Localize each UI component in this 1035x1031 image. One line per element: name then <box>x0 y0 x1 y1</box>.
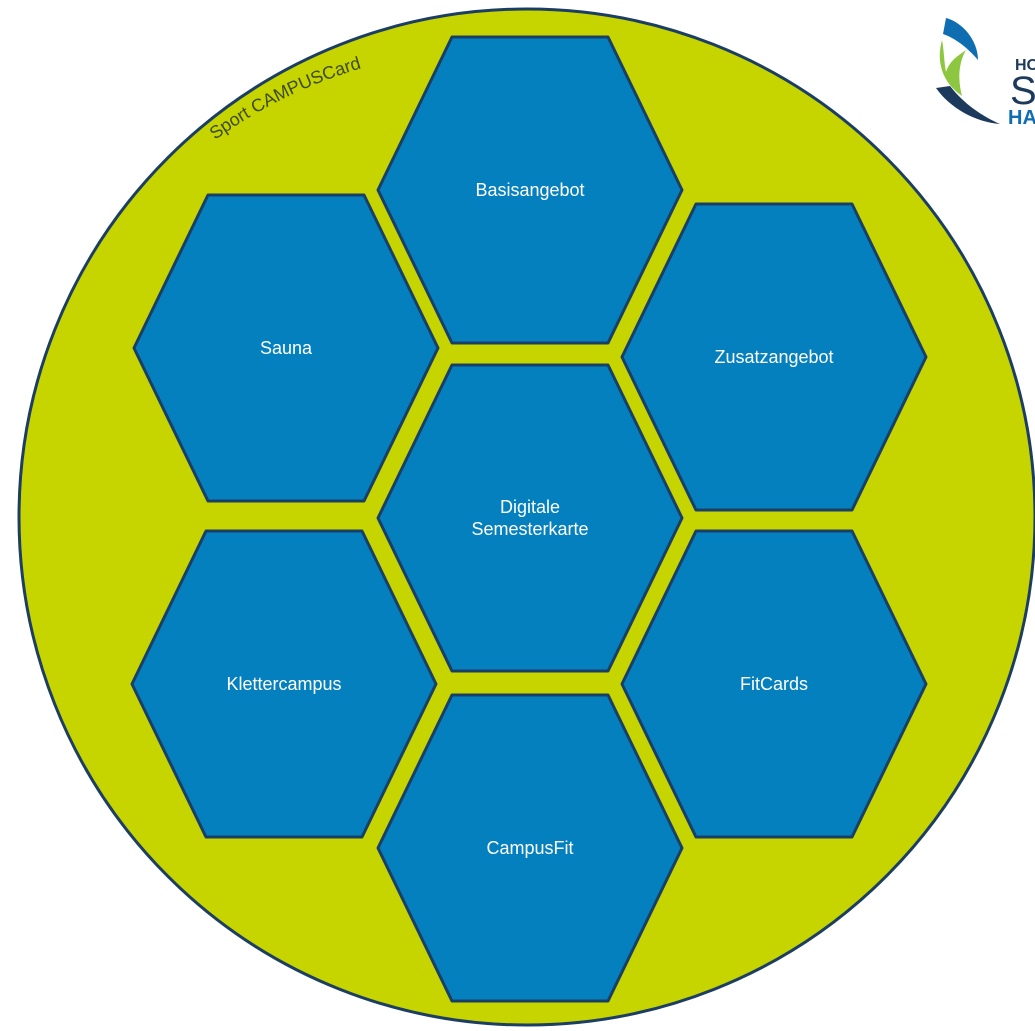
logo-swoosh-bottom-icon <box>936 86 1000 124</box>
hexagon-shape <box>620 202 928 512</box>
hexagon-label: Sauna <box>260 338 313 358</box>
logo-text-line3: HA <box>1008 107 1035 129</box>
hexagon-basisangebot: Basisangebot <box>376 35 684 345</box>
hexagon-label: Zusatzangebot <box>714 347 833 367</box>
hexagon-shape <box>376 693 684 1003</box>
hexagon-label: Klettercampus <box>226 674 341 694</box>
logo-text-line2: S <box>1010 69 1035 113</box>
hexagon-shape <box>132 193 440 503</box>
hexagon-campusfit: CampusFit <box>376 693 684 1003</box>
hexagon-sauna: Sauna <box>132 193 440 503</box>
hexagon-shape <box>620 529 928 839</box>
hexagon-label: FitCards <box>740 674 808 694</box>
hexagon-zusatzangebot: Zusatzangebot <box>620 202 928 512</box>
hexagon-label: Basisangebot <box>475 180 584 200</box>
hexagon-label: Semesterkarte <box>471 519 588 539</box>
hexagon-fitcards: FitCards <box>620 529 928 839</box>
hexagon-label: CampusFit <box>486 838 573 858</box>
logo-text-line1: HO <box>1015 57 1035 74</box>
hexagon-shape <box>376 363 684 673</box>
hexagon-klettercampus: Klettercampus <box>130 529 438 839</box>
hexagon-label: Digitale <box>500 497 560 517</box>
university-logo: HO S HA <box>936 18 1035 129</box>
hexagon-shape <box>130 529 438 839</box>
logo-leaf-icon <box>939 40 966 96</box>
hexagon-shape <box>376 35 684 345</box>
logo-swoosh-top-icon <box>943 18 978 60</box>
